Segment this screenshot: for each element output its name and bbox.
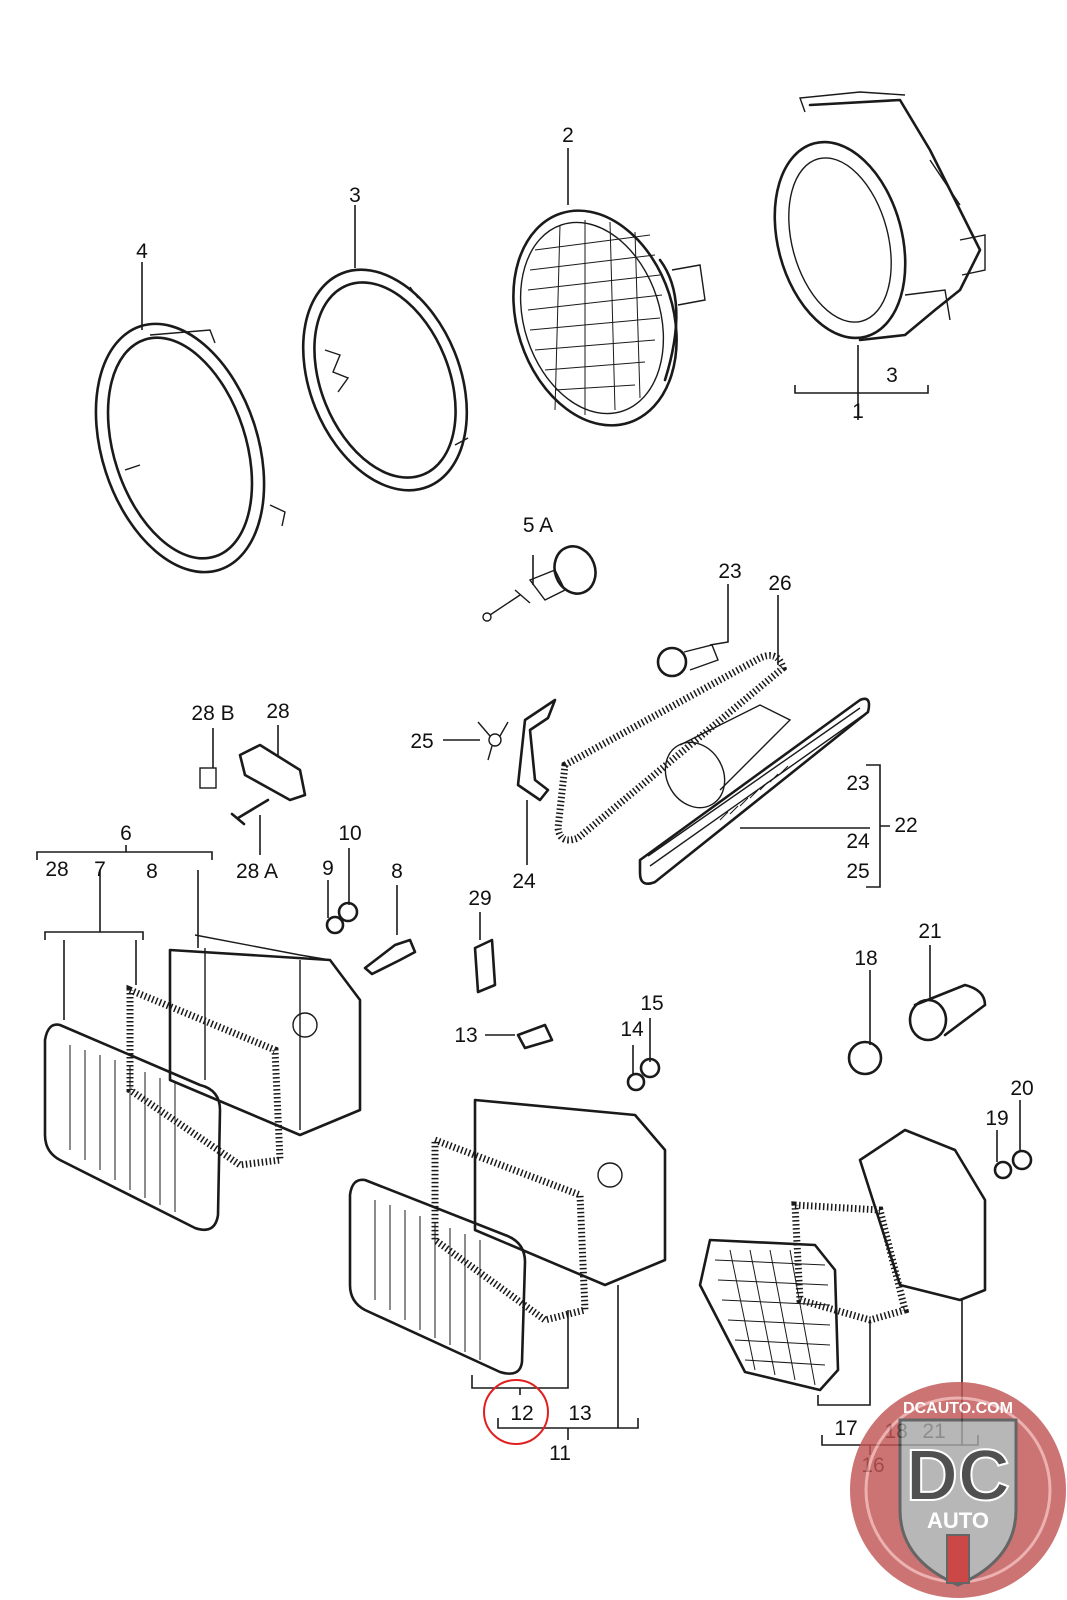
part-number-labels: 4 3 2 3 1 5 A 23 26 28 B 28 25 23 22 24 … (45, 124, 1033, 1477)
label-29: 29 (468, 887, 491, 910)
label-13-list: 13 (568, 1402, 591, 1425)
trim-ring-part (94, 322, 286, 574)
clip-28b-part (199, 767, 217, 789)
watermark-site: DCAUTO.COM (903, 1400, 1013, 1417)
bulb-23-part (656, 644, 719, 678)
bulb-8-part (363, 938, 417, 976)
headlamp-assembly-6-part (43, 934, 362, 1232)
washer-14-part (626, 1072, 646, 1092)
label-17: 17 (834, 1417, 857, 1440)
label-10: 10 (338, 822, 361, 845)
watermark-letters: DC (906, 1436, 1010, 1516)
label-18-bulb: 18 (854, 947, 877, 970)
indicator-gasket-part (554, 652, 787, 844)
fog-lamp-assembly-16-part (698, 1128, 987, 1392)
label-3-ring: 3 (349, 184, 361, 207)
label-28-bracket: 28 (266, 700, 289, 723)
leader-lines (36, 148, 1021, 1455)
bulb-18-part (847, 1040, 883, 1076)
label-24-bracket: 24 (512, 870, 536, 893)
label-28a: 28 A (236, 860, 278, 883)
label-3-housing: 3 (886, 364, 898, 387)
label-7: 7 (94, 858, 106, 881)
label-15: 15 (640, 992, 663, 1015)
washer-9-part (325, 915, 345, 935)
label-2: 2 (562, 124, 574, 147)
label-28b: 28 B (191, 702, 234, 725)
bracket-28-part (238, 743, 307, 802)
label-23-list: 23 (846, 772, 869, 795)
headlamp-housing-part (773, 91, 986, 342)
label-11: 11 (549, 1442, 571, 1465)
nut-20-part (1011, 1149, 1033, 1171)
label-6: 6 (120, 822, 132, 845)
label-5a: 5 A (523, 514, 553, 537)
sealed-beam-lamp-part (512, 209, 706, 427)
nut-10-part (337, 901, 359, 923)
bolt-28a-part (230, 798, 270, 826)
washer-19-part (993, 1160, 1013, 1180)
label-19: 19 (985, 1107, 1008, 1130)
label-28-list: 28 (45, 858, 68, 881)
watermark-sub: AUTO (927, 1508, 989, 1533)
label-25-wingnut: 25 (410, 730, 433, 753)
dcauto-watermark-logo: DCAUTO.COM DC AUTO (850, 1382, 1066, 1598)
label-20: 20 (1010, 1077, 1033, 1100)
headlamp-assembly-11-part (348, 1098, 667, 1375)
label-21-socket: 21 (918, 920, 941, 943)
clip-29-part (473, 938, 497, 994)
bulb-13-part (516, 1023, 554, 1050)
highlight-circle (483, 1379, 549, 1445)
label-13-bulb: 13 (454, 1024, 477, 1047)
label-8-bulb: 8 (391, 860, 403, 883)
label-1: 1 (852, 400, 864, 423)
wing-nut-25-part (477, 721, 509, 761)
indicator-lamp-part (638, 697, 871, 885)
retaining-ring-part (301, 268, 469, 492)
label-22: 22 (894, 814, 917, 837)
label-25-list: 25 (846, 860, 869, 883)
label-14: 14 (620, 1018, 644, 1041)
label-9: 9 (322, 857, 334, 880)
label-12: 12 (510, 1402, 533, 1425)
socket-21-part (908, 983, 987, 1042)
label-26: 26 (768, 572, 791, 595)
label-8-list: 8 (146, 860, 158, 883)
label-4: 4 (136, 240, 148, 263)
label-23-bulb: 23 (718, 560, 741, 583)
bulb-5a-part (482, 545, 597, 622)
bracket-24-part (516, 698, 557, 802)
label-24-list: 24 (846, 830, 870, 853)
